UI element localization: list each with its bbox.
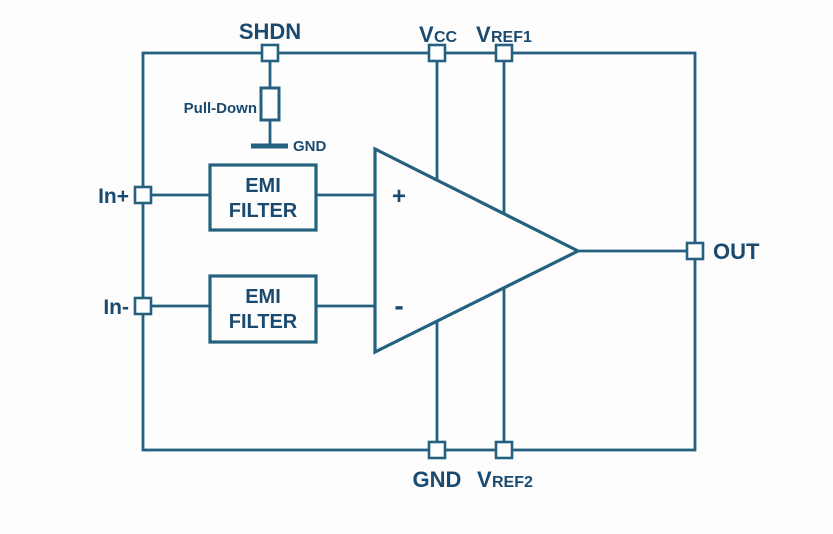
pin-vref2	[494, 440, 514, 460]
emi-filter-top-line1: EMI	[245, 175, 281, 197]
emi-filter-bottom-line1: EMI	[245, 286, 281, 308]
pulldown-gnd-label: GND	[293, 138, 327, 155]
pin-shdn	[260, 43, 280, 63]
pin-vref1	[494, 43, 514, 63]
pulldown-resistor	[259, 86, 281, 122]
opamp-plus-sign: +	[392, 183, 406, 210]
pin-in-plus	[133, 185, 153, 205]
opamp-triangle	[373, 146, 582, 355]
pin-vcc	[427, 43, 447, 63]
pin-label-vref1-sub: REF1	[491, 29, 532, 46]
emi-filter-box-top	[208, 163, 318, 232]
pin-label-vref1-main: V	[476, 22, 491, 47]
emi-filter-top-line2: FILTER	[229, 200, 298, 222]
emi-filter-bottom-line2: FILTER	[229, 311, 298, 333]
emi-filter-box-bottom	[208, 274, 318, 344]
pin-label-vref2-main: V	[477, 467, 492, 492]
pin-in-minus	[133, 296, 153, 316]
pin-label-gnd: GND	[413, 467, 462, 492]
pin-gnd	[427, 440, 447, 460]
pin-label-vcc-main: V	[419, 22, 434, 47]
pin-label-vref2-sub: REF2	[492, 474, 533, 491]
pin-out	[685, 241, 705, 261]
opamp-minus-sign: -	[394, 290, 403, 321]
pin-label-out: OUT	[713, 239, 760, 264]
pin-label-in-minus: In-	[103, 296, 129, 319]
pin-label-in-plus: In+	[98, 185, 129, 208]
pin-label-vcc-sub: CC	[434, 29, 458, 46]
pulldown-label: Pull-Down	[184, 100, 257, 117]
pin-label-shdn: SHDN	[239, 19, 301, 44]
